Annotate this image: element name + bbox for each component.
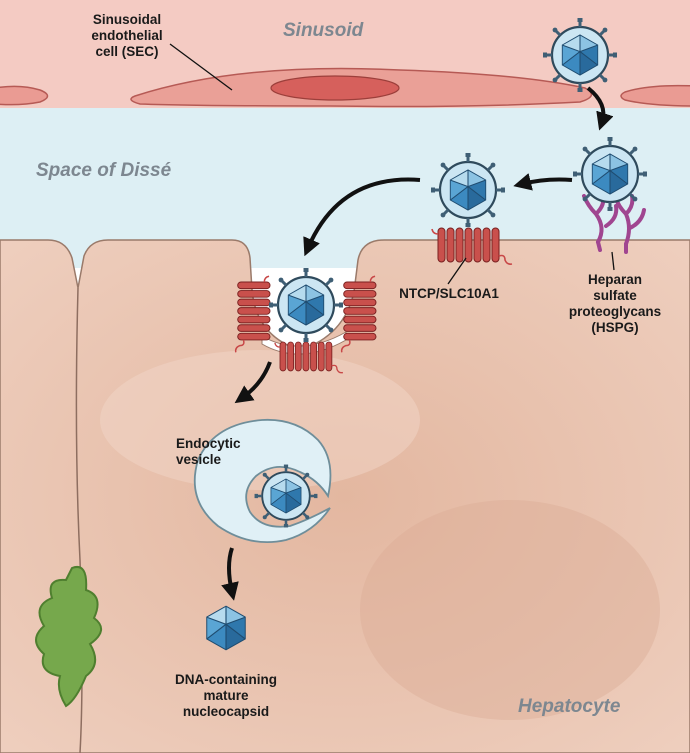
endothelial-cells xyxy=(0,67,690,108)
hspg-label-line: proteoglycans xyxy=(568,304,662,319)
sec-label-line: cell (SEC) xyxy=(95,44,159,59)
endocytosis-pit xyxy=(234,268,377,374)
sec-label-line: endothelial xyxy=(91,28,163,43)
hspg-label-line: sulfate xyxy=(593,288,637,303)
endothelial-nucleus xyxy=(270,75,400,101)
hspg-label: Heparan sulfate proteoglycans (HSPG) xyxy=(560,272,670,336)
hspg-label-line: Heparan xyxy=(587,272,643,287)
endosome-icon xyxy=(193,418,332,543)
virion-icon xyxy=(573,137,647,211)
virion-icon xyxy=(255,465,318,528)
cytoplasm-shading xyxy=(360,500,660,720)
region-label-space-of-disse: Space of Dissé xyxy=(36,160,172,181)
nucleocapsid-label-line: DNA-containing xyxy=(175,672,277,687)
region-label-sinusoid: Sinusoid xyxy=(283,20,364,41)
organelle-icon xyxy=(35,566,102,708)
hspg-icon xyxy=(582,194,646,254)
virion-icon xyxy=(543,18,617,92)
vesicle-label-line: vesicle xyxy=(176,452,222,467)
capsid-icon xyxy=(206,605,246,651)
vesicle-label: Endocytic vesicle xyxy=(176,436,246,468)
ntcp-label: NTCP/SLC10A1 xyxy=(399,286,499,301)
arrow-icon xyxy=(221,86,614,601)
cell-junction-membrane xyxy=(75,287,83,753)
virion-icon xyxy=(431,153,505,227)
nucleocapsid-label-line: nucleocapsid xyxy=(182,704,270,719)
nucleocapsid-label: DNA-containing mature nucleocapsid xyxy=(166,672,286,720)
region-label-hepatocyte: Hepatocyte xyxy=(518,696,621,717)
sec-label-line: Sinusoidal xyxy=(92,12,162,27)
hspg-label-line: (HSPG) xyxy=(591,320,639,335)
virion-icon xyxy=(269,268,343,342)
vesicle-label-line: Endocytic xyxy=(176,436,241,451)
sec-label: Sinusoidal endothelial cell (SEC) xyxy=(72,12,182,60)
nucleocapsid-label-line: mature xyxy=(203,688,249,703)
